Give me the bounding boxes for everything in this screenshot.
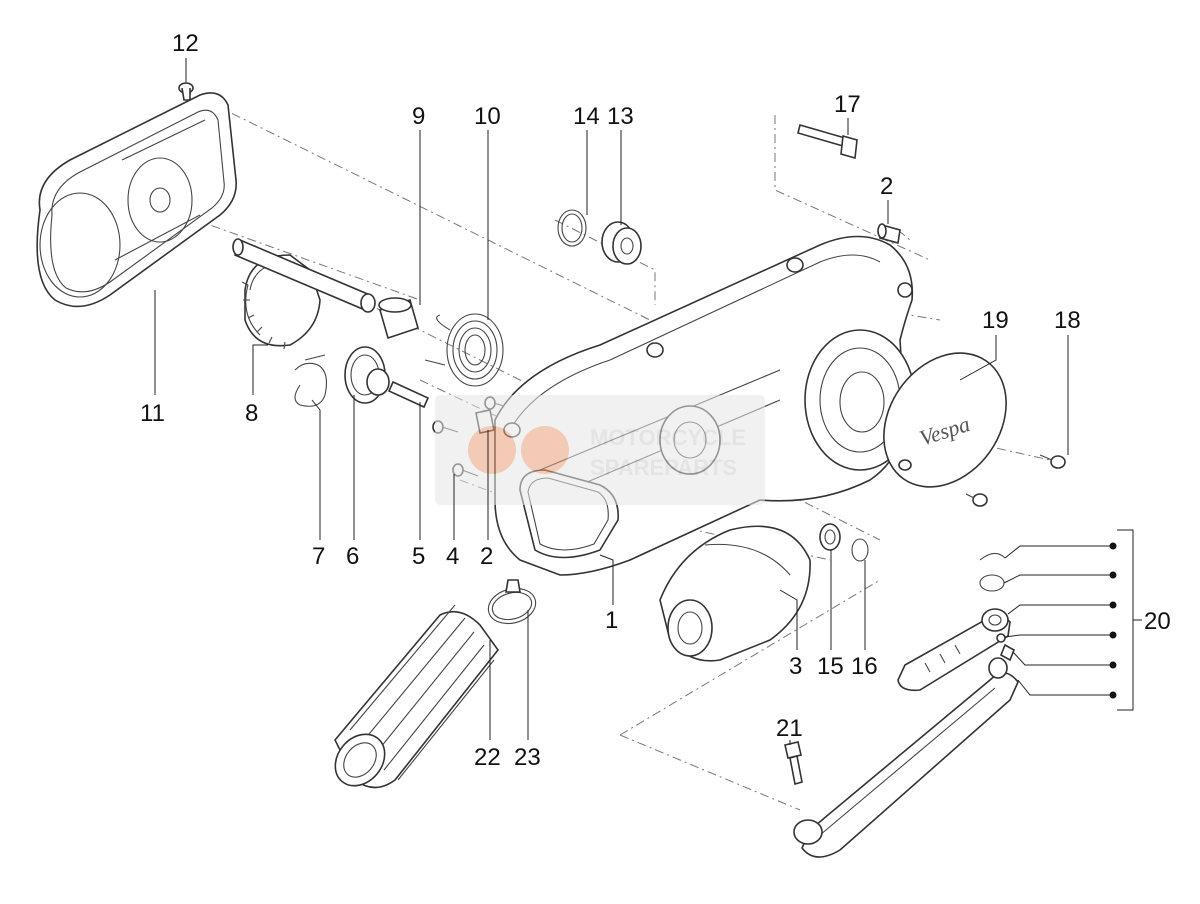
bearing-13: [601, 221, 642, 265]
gasket-plate-11: [36, 92, 237, 308]
emblem-cover-19: Vespa: [883, 352, 1007, 488]
dowel-2-upper: [877, 223, 901, 245]
watermark-line1: MOTORCYCLE: [590, 425, 746, 450]
callout-13: 13: [607, 103, 634, 130]
callout-6: 6: [346, 543, 359, 570]
callout-16: 16: [851, 653, 878, 680]
bellows-22: [334, 604, 500, 789]
air-duct-3: [659, 525, 811, 662]
hose-clamp-23: [487, 579, 537, 625]
callout-2-upper: 2: [880, 173, 893, 200]
bracket-20: [1003, 529, 1142, 711]
bushing-9: [378, 297, 419, 340]
callout-labels: 12 11 8 9 10 14 13 17 2 19 18 7 6 5 4 2 …: [140, 30, 1171, 771]
leader-lines: [154, 58, 1069, 745]
bolt-17: [797, 124, 858, 160]
callout-23: 23: [514, 744, 541, 771]
kick-lever-assembly-20: [793, 552, 1019, 858]
callout-2-lower: 2: [480, 543, 493, 570]
callout-21: 21: [776, 715, 803, 742]
pinion-gear-6: [344, 346, 390, 404]
callout-15: 15: [817, 653, 844, 680]
callout-11: 11: [140, 400, 165, 427]
callout-7: 7: [312, 543, 325, 570]
callout-14: 14: [573, 103, 600, 130]
bolt-21: [784, 741, 803, 786]
kick-gear-sector-8: [232, 238, 376, 350]
callout-22: 22: [474, 744, 501, 771]
return-spring-10: [424, 313, 504, 387]
callout-17: 17: [834, 91, 861, 118]
callout-18: 18: [1054, 307, 1081, 334]
clip-7: [294, 354, 327, 407]
callout-5: 5: [412, 543, 425, 570]
circlip-16: [851, 538, 869, 562]
callout-1: 1: [605, 607, 618, 634]
screw-12: [178, 82, 194, 101]
pin-5: [387, 380, 430, 409]
callout-19: 19: [982, 307, 1009, 334]
callout-10: 10: [474, 103, 501, 130]
callout-3: 3: [789, 653, 802, 680]
screw-18: [965, 454, 1066, 507]
callout-4: 4: [446, 543, 459, 570]
washer-15: [819, 523, 841, 551]
callout-9: 9: [412, 103, 425, 130]
callout-20: 20: [1144, 608, 1171, 635]
watermark: MOTORCYCLE SPAREPARTS: [435, 395, 765, 505]
circlip-14: [557, 209, 587, 247]
callout-12: 12: [172, 30, 199, 57]
callout-8: 8: [245, 400, 258, 427]
watermark-line2: SPAREPARTS: [590, 455, 737, 480]
